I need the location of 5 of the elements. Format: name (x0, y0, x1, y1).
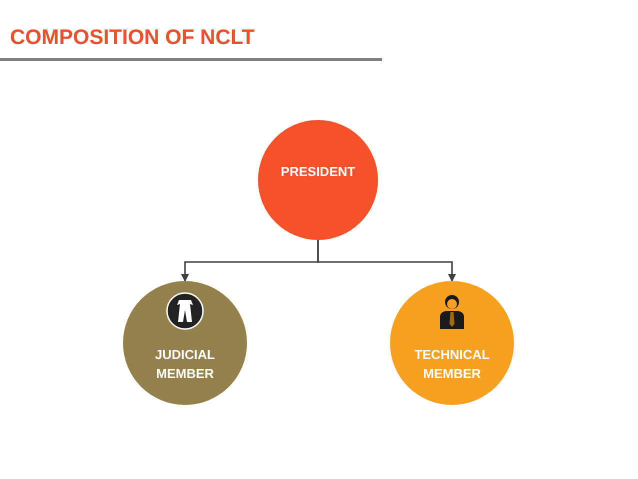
node-label: JUDICIAL MEMBER (154, 346, 216, 383)
node-label: TECHNICAL MEMBER (413, 346, 491, 383)
node-label: PRESIDENT (280, 163, 356, 181)
title: COMPOSITION OF NCLT (10, 26, 255, 50)
connector-arrow (317, 240, 456, 282)
